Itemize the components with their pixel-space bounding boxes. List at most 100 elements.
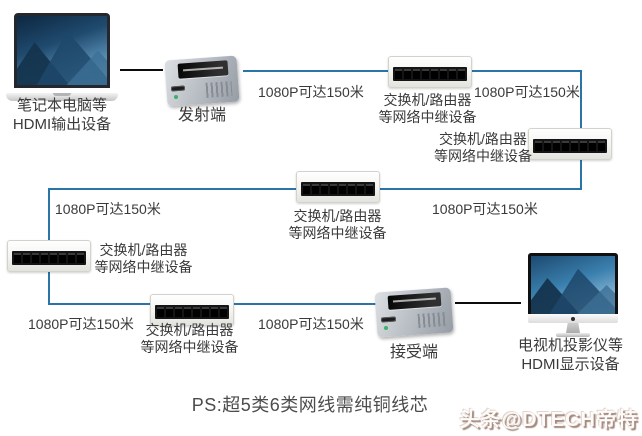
monitor-stand bbox=[566, 323, 580, 333]
switch-label-line1: 交换机/路由器 bbox=[145, 322, 234, 338]
distance-label-1: 1080P可达150米 bbox=[258, 84, 364, 100]
rj45-port bbox=[589, 141, 596, 151]
monitor-base bbox=[556, 333, 590, 337]
cable-switch4-to-switch5-h bbox=[48, 303, 151, 305]
rj45-port bbox=[175, 307, 182, 317]
switch-label-line1: 交换机/路由器 bbox=[99, 242, 188, 258]
receiver-label: 接受端 bbox=[389, 344, 438, 361]
laptop-label: 笔记本电脑等 HDMI输出设备 bbox=[2, 96, 122, 134]
monitor-screen bbox=[528, 253, 618, 314]
cable-switch1-to-switch2-v bbox=[580, 70, 582, 130]
laptop-base bbox=[6, 93, 118, 101]
display-label-line1: 电视机投影仪等 bbox=[517, 337, 623, 354]
monitor-chin bbox=[528, 314, 618, 323]
rj45-port bbox=[312, 184, 319, 194]
switch-3 bbox=[296, 171, 380, 203]
switch-3-label: 交换机/路由器 等网络中继设备 bbox=[280, 208, 395, 242]
rj45-port bbox=[431, 69, 438, 79]
rj45-port bbox=[50, 253, 57, 263]
rj45-port bbox=[14, 253, 21, 263]
rj45-port bbox=[553, 141, 560, 151]
rj45-port bbox=[440, 69, 447, 79]
cable-note: PS:超5类6类网线需纯铜线芯 bbox=[191, 395, 429, 415]
rj45-port bbox=[598, 141, 605, 151]
rj45-port bbox=[77, 253, 84, 263]
rj45-port-row bbox=[533, 139, 607, 153]
transmitter-device bbox=[164, 55, 240, 107]
rj45-port bbox=[458, 69, 465, 79]
rj45-port bbox=[580, 141, 587, 151]
rj45-port bbox=[413, 69, 420, 79]
rj45-port bbox=[422, 69, 429, 79]
rj45-port bbox=[571, 141, 578, 151]
switch-label-line1: 交换机/路由器 bbox=[383, 92, 472, 108]
rj45-port bbox=[449, 69, 456, 79]
rj45-port bbox=[166, 307, 173, 317]
rj45-port bbox=[157, 307, 164, 317]
distance-label-6: 1080P可达150米 bbox=[258, 316, 364, 332]
rj45-port bbox=[562, 141, 569, 151]
mountain-wallpaper bbox=[531, 256, 615, 314]
rj45-port bbox=[404, 69, 411, 79]
cable-switch3-to-switch4-v bbox=[48, 188, 50, 241]
switch-label-line2: 等网络中继设备 bbox=[140, 339, 239, 355]
rj45-port bbox=[220, 307, 227, 317]
mountain-wallpaper bbox=[17, 16, 107, 85]
switch-label-line2: 等网络中继设备 bbox=[434, 148, 532, 164]
rj45-port bbox=[330, 184, 337, 194]
laptop-device bbox=[6, 13, 118, 101]
cable-switch3-to-switch4-h bbox=[48, 188, 298, 190]
distance-label-3: 1080P可达150米 bbox=[432, 201, 538, 217]
audio-jack bbox=[384, 326, 389, 330]
distance-label-5: 1080P可达150米 bbox=[28, 316, 134, 332]
switch-label-line1: 交换机/路由器 bbox=[439, 131, 527, 147]
rj45-port-row bbox=[393, 67, 467, 81]
rj45-port bbox=[184, 307, 191, 317]
cable-switch4-to-switch5-v bbox=[48, 268, 50, 305]
rj45-port-row bbox=[12, 251, 86, 265]
rj45-port-row bbox=[301, 182, 375, 196]
rj45-port bbox=[23, 253, 30, 263]
watermark: 头条@DTECH帝特 bbox=[459, 409, 638, 431]
laptop-label-line1: 笔记本电脑等 bbox=[16, 97, 107, 114]
rj45-port bbox=[68, 253, 75, 263]
rj45-port bbox=[193, 307, 200, 317]
rj45-port bbox=[366, 184, 373, 194]
switch-2-label: 交换机/路由器 等网络中继设备 bbox=[428, 131, 538, 165]
rj45-port bbox=[41, 253, 48, 263]
switch-2 bbox=[528, 128, 612, 160]
laptop-label-line2: HDMI输出设备 bbox=[12, 116, 112, 133]
rj45-port bbox=[321, 184, 328, 194]
rj45-port-row bbox=[155, 305, 229, 319]
switch-1-label: 交换机/路由器 等网络中继设备 bbox=[370, 92, 485, 126]
rj45-port bbox=[535, 141, 542, 151]
distance-label-2: 1080P可达150米 bbox=[474, 84, 580, 100]
switch-label-line1: 交换机/路由器 bbox=[293, 208, 382, 224]
cable-switch2-to-switch3-h bbox=[380, 188, 582, 190]
display-device bbox=[528, 253, 618, 337]
vent-slits bbox=[417, 312, 446, 329]
cable-switch2-to-switch3-v bbox=[580, 157, 582, 190]
switch-label-line2: 等网络中继设备 bbox=[378, 109, 477, 125]
receiver-device bbox=[374, 287, 454, 338]
rj45-port bbox=[348, 184, 355, 194]
rj45-port bbox=[544, 141, 551, 151]
cable-transmitter-to-switch1 bbox=[243, 70, 388, 72]
switch-1 bbox=[388, 56, 472, 88]
apple-logo-icon bbox=[571, 317, 575, 321]
rj45-port bbox=[339, 184, 346, 194]
rj45-port bbox=[303, 184, 310, 194]
display-label-line2: HDMI显示设备 bbox=[521, 356, 620, 373]
switch-5 bbox=[150, 294, 234, 326]
switch-label-line2: 等网络中继设备 bbox=[288, 225, 387, 241]
cable-switch5-to-receiver bbox=[233, 303, 376, 305]
rj45-port bbox=[211, 307, 218, 317]
transmitter-label: 发射端 bbox=[177, 107, 226, 124]
vent-slits bbox=[205, 81, 233, 98]
switch-label-line2: 等网络中继设备 bbox=[94, 259, 193, 275]
cable-receiver-to-display bbox=[455, 302, 521, 304]
rj45-port bbox=[32, 253, 39, 263]
laptop-screen bbox=[14, 13, 110, 88]
audio-jack bbox=[173, 94, 178, 99]
